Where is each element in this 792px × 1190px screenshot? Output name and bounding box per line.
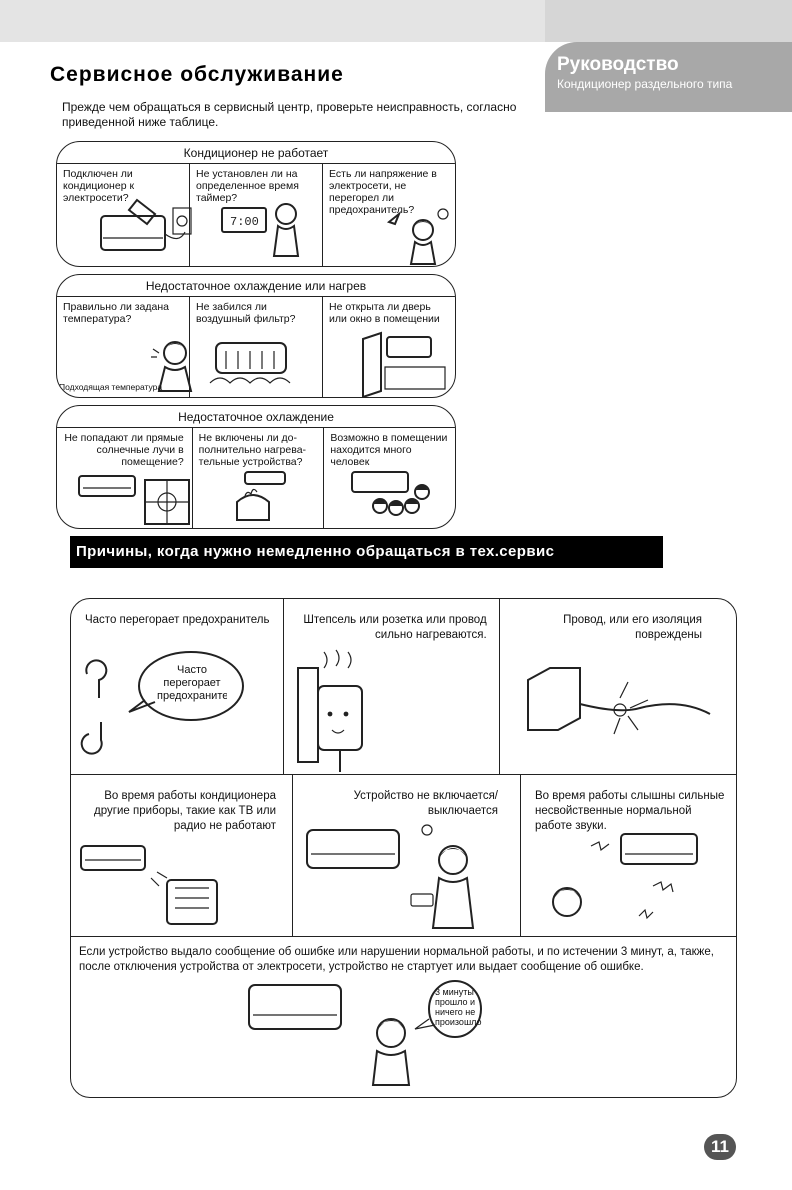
intro-text: Прежде чем обращаться в сервисный центр,… <box>62 100 517 129</box>
panel-title: Недостаточное охлаждение или нагрев <box>57 275 455 297</box>
check-text: Не включены ли до-полнительно нагрева-те… <box>198 432 307 468</box>
noise-illustration <box>552 833 698 920</box>
service-cell: Часто перегорает предохранитель Часто пе… <box>71 599 285 774</box>
service-text: Во время работы слышны сильные несвойств… <box>535 790 725 832</box>
check-cell: Не открыта ли дверь или окно в помещении <box>323 297 455 397</box>
panel-title: Недостаточное охлаждение <box>57 406 455 428</box>
fuse-check-illustration <box>386 208 449 265</box>
panel-cooling-heating: Недостаточное охлаждение или нагрев Прав… <box>56 274 456 398</box>
timer-illustration: 7:00 <box>221 203 300 257</box>
service-table: Часто перегорает предохранитель Часто пе… <box>70 598 737 1098</box>
error-illustration: 3 минуты прошло и ничего не произошло <box>248 980 482 1086</box>
service-cell: Во время работы кондиционера другие приб… <box>71 775 293 936</box>
temperature-caption: Подходящая температура <box>59 382 163 392</box>
check-cell: Не забился ли воздушный фильтр? <box>190 297 323 397</box>
guide-title: Руководство <box>557 54 679 75</box>
check-cell: Есть ли напряжение в электросети, не пер… <box>323 164 455 266</box>
damaged-cord-illustration <box>526 667 711 735</box>
service-cell: Во время работы слышны сильные несвойств… <box>521 775 736 936</box>
check-cell: Возможно в помещении находится много чел… <box>324 428 455 528</box>
guide-panel: Руководство Кондиционер раздельного типа <box>545 42 792 112</box>
check-cell: Не попадают ли прямые солнечные лучи в п… <box>57 428 193 528</box>
hot-socket-illustration <box>297 649 364 772</box>
check-text: Не попадают ли прямые солнечные лучи в п… <box>64 432 184 468</box>
service-cell: Устройство не включается/выключается <box>293 775 521 936</box>
check-text: Подключен ли кондиционер к электросети? <box>63 168 135 204</box>
guide-subtitle: Кондиционер раздельного типа <box>557 77 733 91</box>
header-tab <box>545 0 792 42</box>
check-text: Есть ли напряжение в электросети, не пер… <box>329 168 437 216</box>
sunlight-illustration <box>78 475 190 525</box>
interference-illustration <box>80 845 218 925</box>
door-illustration <box>362 331 446 397</box>
error-message-text: Если устройство выдало сообщение об ошиб… <box>79 946 714 973</box>
check-text: Не установлен ли на определенное время т… <box>196 168 299 204</box>
bubble-fuse: Часто перегорает предохранитель <box>157 664 227 702</box>
check-text: Не открыта ли дверь или окно в помещении <box>329 301 440 325</box>
filter-illustration <box>209 342 291 384</box>
crowd-illustration <box>351 471 431 516</box>
bubble-wait: 3 минуты прошло и ничего не произошло <box>435 987 482 1027</box>
no-start-illustration <box>306 824 475 929</box>
page-title: Сервисное обслуживание <box>50 63 344 86</box>
service-text: Штепсель или розетка или провод сильно н… <box>303 614 487 641</box>
panel-not-working: Кондиционер не работает Подключен ли кон… <box>56 141 456 267</box>
service-text: Устройство не включается/выключается <box>353 790 498 817</box>
timer-display: 7:00 <box>230 215 259 229</box>
service-cell: Провод, или его изоляция повреждены <box>500 599 736 774</box>
check-text: Возможно в помещении находится много чел… <box>330 432 448 468</box>
heater-illustration <box>235 471 286 521</box>
service-text: Провод, или его изоляция повреждены <box>563 614 702 641</box>
plug-illustration <box>100 198 192 251</box>
service-banner: Причины, когда нужно немедленно обращать… <box>70 536 663 568</box>
service-cell: Штепсель или розетка или провод сильно н… <box>284 599 500 774</box>
check-cell: Подключен ли кондиционер к электросети? <box>57 164 192 266</box>
fuse-blowing-illustration: Часто перегорает предохранитель <box>80 651 244 755</box>
check-text: Не забился ли воздушный фильтр? <box>196 301 296 325</box>
check-text: Правильно ли задана температура? <box>63 301 169 325</box>
temperature-illustration <box>151 341 193 392</box>
page-number: 11 <box>704 1134 736 1160</box>
service-text: Часто перегорает предохранитель <box>85 614 270 626</box>
panel-insufficient-cooling: Недостаточное охлаждение Не попадают ли … <box>56 405 456 529</box>
check-cell: Не установлен ли на определенное время т… <box>190 164 323 266</box>
panel-title: Кондиционер не работает <box>57 142 455 164</box>
service-text: Во время работы кондиционера другие приб… <box>94 790 276 832</box>
check-cell: Правильно ли задана температура? Подходя… <box>57 297 193 397</box>
check-cell: Не включены ли до-полнительно нагрева-те… <box>193 428 325 528</box>
